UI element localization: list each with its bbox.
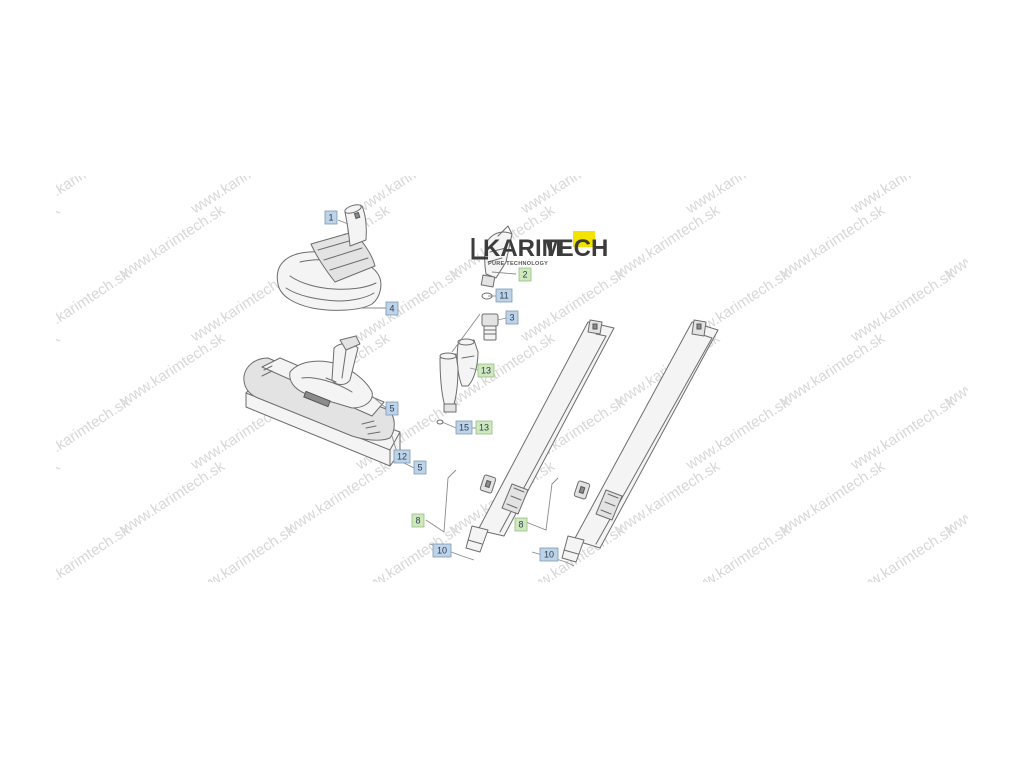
callout-5-nozzle: 5 [385,401,399,416]
logo-accent [573,231,595,247]
watermark-text: www.karimtech.sk [117,73,228,153]
watermark-text: www.karimtech.sk [187,521,298,601]
watermark-text: www.karimtech.sk [352,137,463,217]
watermark-text: www.karimtech.sk [847,393,958,473]
brush-nozzle-part [436,313,481,425]
floor-nozzle-part [243,335,401,467]
watermark-text: www.karimtech.sk [0,73,63,153]
watermark-text: www.karimtech.sk [777,329,888,409]
watermark-text: www.karimtech.sk [682,393,793,473]
watermark-text: www.karimtech.sk [517,137,628,217]
logo-tagline: PURE TECHNOLOGY [488,261,548,267]
watermark-text: www.karimtech.sk [117,457,228,537]
watermark-text: www.karimtech.sk [22,265,133,345]
callout-label: 2 [522,270,527,280]
watermark-text: www.karimtech.sk [847,265,958,345]
connector-part [480,225,513,341]
watermark-text: www.karimtech.sk [117,201,228,281]
hand-nozzle-part [276,204,382,311]
callout-label: 15 [459,423,469,433]
callout-10-right: 10 [539,547,559,562]
watermark-text: www.karimtech.sk [0,457,63,537]
callouts: 1 4 5 12 5 2 11 3 [324,210,559,562]
callout-label: 13 [479,423,489,433]
watermark-text: www.karimtech.sk [1012,265,1024,345]
watermark-text: www.karimtech.sk [942,201,1024,281]
watermark-text: www.karimtech.sk [942,329,1024,409]
callout-label: 8 [415,516,420,526]
watermark-text: www.karimtech.sk [942,73,1024,153]
karimtech-logo: KARIM TECH PURE TECHNOLOGY [471,231,608,267]
watermark-text: www.karimtech.sk [942,457,1024,537]
watermark-text: www.karimtech.sk [282,73,393,153]
callout-label: 11 [499,291,508,301]
callout-label: 5 [389,404,394,414]
logo-name-part2: TECH [543,235,608,262]
watermark-text: www.karimtech.sk [282,457,393,537]
callout-3: 3 [505,310,519,325]
callout-15: 15 [455,420,473,435]
callout-13-upper: 13 [477,363,495,378]
callout-5-cloth: 5 [413,460,427,475]
watermark-text: www.karimtech.sk [0,329,63,409]
callout-4: 4 [385,301,399,316]
callout-label: 1 [328,213,333,223]
watermark-text: www.karimtech.sk [777,73,888,153]
watermark-text: www.karimtech.sk [352,521,463,601]
watermark-text: www.karimtech.sk [612,201,723,281]
watermark-text: www.karimtech.sk [187,137,298,217]
callout-label: 10 [437,546,447,556]
watermark-text: www.karimtech.sk [0,201,63,281]
watermark-text: www.karimtech.sk [682,521,793,601]
callout-label: 3 [509,313,514,323]
callout-2: 2 [518,267,532,282]
callout-8-right: 8 [514,517,528,532]
watermark-text: www.karimtech.sk [447,73,558,153]
watermark-text: www.karimtech.sk [682,137,793,217]
watermark-text: www.karimtech.sk [847,521,958,601]
watermark-text: www.karimtech.sk [1012,521,1024,601]
callout-8-left: 8 [411,513,425,528]
callout-label: 12 [397,452,407,462]
callout-label: 13 [481,366,491,376]
watermark-text: www.karimtech.sk [847,137,958,217]
callout-1: 1 [324,210,338,225]
watermark-text: www.karimtech.sk [1012,393,1024,473]
logo-name-part1: KARIM [483,235,562,262]
watermark-text: www.karimtech.sk [517,265,628,345]
watermark-text: www.karimtech.sk [612,73,723,153]
watermark-text: www.karimtech.sk [777,457,888,537]
extension-tube-right [561,319,719,563]
watermark-text: www.karimtech.sk [22,521,133,601]
watermark-text: www.karimtech.sk [1012,137,1024,217]
watermark-text: www.karimtech.sk [117,329,228,409]
callout-13-lower: 13 [475,420,493,435]
callout-10-left: 10 [432,543,452,558]
callout-label: 8 [518,520,523,530]
callout-11: 11 [495,288,513,303]
watermark-text: www.karimtech.sk [517,521,628,601]
callout-12: 12 [393,449,411,464]
watermark-text: www.karimtech.sk [22,393,133,473]
callout-label: 4 [389,304,394,314]
watermark-text: www.karimtech.sk [777,201,888,281]
watermark-text: www.karimtech.sk [22,137,133,217]
callout-label: 10 [544,550,554,560]
callout-label: 5 [417,463,422,473]
extension-tube-left [465,319,615,553]
